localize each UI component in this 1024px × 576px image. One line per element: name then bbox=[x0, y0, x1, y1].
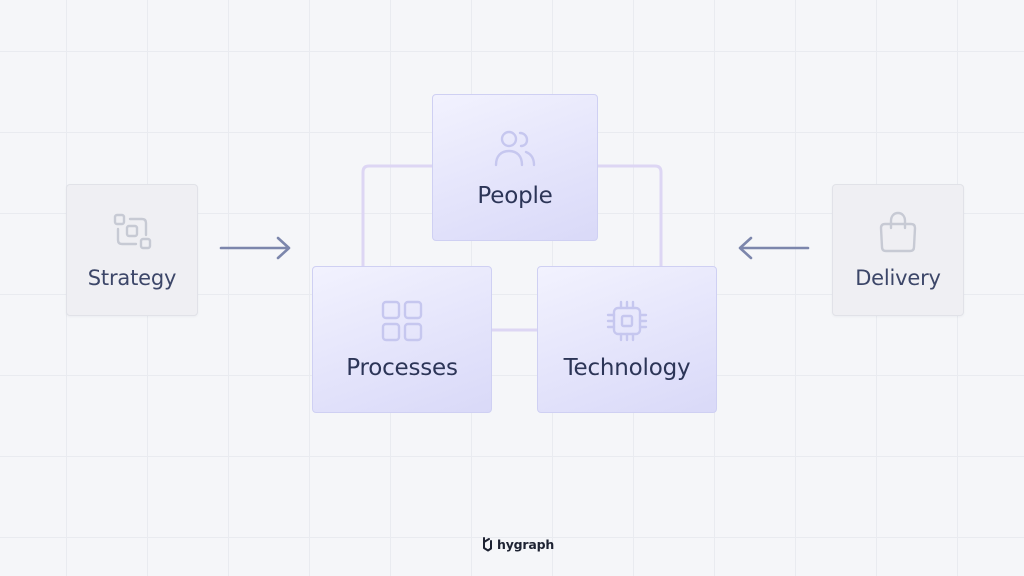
processes-card: Processes bbox=[312, 266, 492, 413]
connector-people-processes bbox=[361, 164, 432, 266]
hygraph-logo-icon bbox=[482, 536, 493, 552]
arrow-right-icon bbox=[218, 234, 294, 262]
users-icon bbox=[491, 127, 539, 171]
delivery-label: Delivery bbox=[855, 266, 941, 290]
arrow-left-icon bbox=[735, 234, 811, 262]
people-card: People bbox=[432, 94, 598, 241]
grid-icon bbox=[380, 299, 424, 343]
processes-label: Processes bbox=[346, 354, 458, 381]
strategy-card: Strategy bbox=[66, 184, 198, 316]
technology-label: Technology bbox=[563, 354, 691, 381]
technology-card: Technology bbox=[537, 266, 717, 413]
brand-logo: hygraph bbox=[482, 536, 554, 552]
strategy-flow-icon bbox=[110, 210, 154, 254]
strategy-label: Strategy bbox=[87, 266, 177, 290]
connector-people-technology bbox=[598, 164, 663, 266]
shopping-bag-icon bbox=[876, 210, 920, 254]
brand-name: hygraph bbox=[497, 536, 555, 552]
people-label: People bbox=[477, 182, 553, 209]
cpu-chip-icon bbox=[605, 299, 649, 343]
delivery-card: Delivery bbox=[832, 184, 964, 316]
